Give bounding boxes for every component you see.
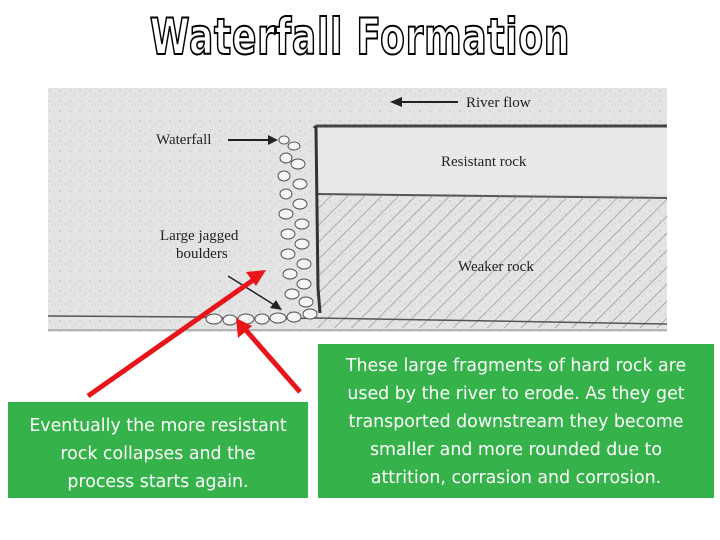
weaker-rock-label: Weaker rock (458, 259, 534, 275)
erosion-callout-line: attrition, corrasion and corrosion. (370, 468, 662, 488)
waterfall-label: Waterfall (156, 132, 211, 148)
waterfall-cross-section-diagram: River flow Waterfall Resistant rock Larg… (48, 88, 667, 332)
boulders-label-line1: Large jagged (160, 228, 239, 244)
page-title: Waterfall Formation (149, 7, 571, 67)
resistant-rock-label: Resistant rock (441, 154, 527, 170)
river-flow-arrow (390, 97, 458, 107)
resistant-rock-layer (316, 126, 667, 194)
erosion-callout: These large fragments of hard rock are u… (318, 344, 714, 498)
erosion-callout-line: used by the river to erode. As they get (347, 384, 685, 404)
collapse-callout-line: process starts again. (67, 472, 249, 492)
waterfall-pointer (228, 135, 278, 145)
boulders-label-line2: boulders (176, 246, 228, 262)
rock-face (312, 124, 322, 314)
collapse-callout-line: Eventually the more resistant (29, 416, 287, 436)
collapse-callout: Eventually the more resistant rock colla… (8, 402, 308, 498)
river-flow-label: River flow (466, 95, 531, 111)
erosion-callout-line: smaller and more rounded due to (369, 440, 663, 460)
erosion-callout-line: These large fragments of hard rock are (345, 356, 687, 376)
collapse-callout-line: rock collapses and the (60, 444, 256, 464)
erosion-callout-line: transported downstream they become (348, 412, 684, 432)
weaker-rock-layer (316, 194, 667, 328)
